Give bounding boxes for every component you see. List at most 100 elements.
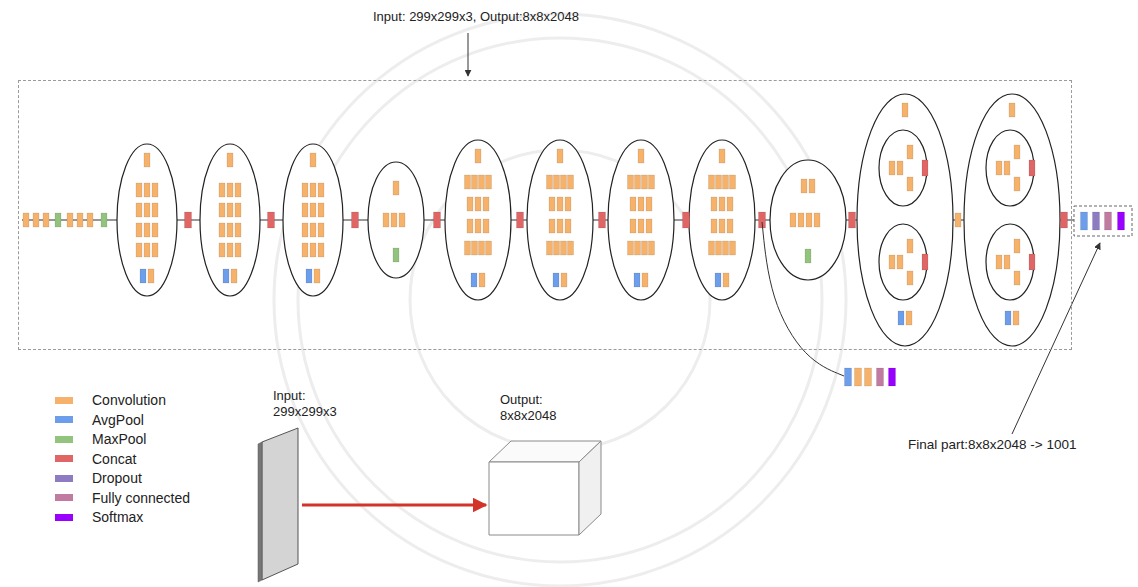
inception-module — [689, 140, 755, 300]
layer-block — [219, 203, 225, 217]
layer-block — [23, 213, 29, 227]
layer-block — [144, 153, 150, 167]
layer-block — [483, 219, 489, 233]
layer-block — [1004, 161, 1010, 175]
layer-block — [227, 243, 233, 257]
legend-swatch — [55, 397, 73, 404]
inception-module — [879, 130, 927, 206]
layer-block — [219, 183, 225, 197]
layer-block — [642, 273, 648, 287]
legend-row: Softmax — [55, 509, 143, 526]
plane-edge — [258, 442, 262, 582]
layer-block — [235, 243, 241, 257]
legend-text: Concat — [92, 451, 136, 468]
layer-block — [798, 213, 804, 227]
layer-block — [310, 223, 316, 237]
layer-block — [715, 273, 721, 287]
layer-block — [638, 219, 644, 233]
layer-block — [467, 219, 473, 233]
layer-block — [711, 219, 717, 233]
layer-block — [475, 219, 481, 233]
layer-block — [517, 212, 524, 228]
layer-block — [805, 249, 811, 263]
layer-block — [475, 197, 481, 211]
layer-block — [144, 203, 150, 217]
layer-block — [471, 273, 477, 287]
layer-block — [646, 197, 652, 211]
layer-block — [1081, 212, 1088, 230]
layer-block — [635, 241, 641, 255]
layer-block — [306, 269, 312, 283]
layer-block — [479, 273, 485, 287]
layer-block — [219, 243, 225, 257]
layer-block — [723, 273, 729, 287]
layer-block — [635, 175, 641, 189]
layer-block — [318, 243, 324, 257]
layer-block — [1009, 103, 1015, 117]
layer-block — [383, 213, 389, 227]
layer-block — [475, 149, 481, 163]
legend-swatch — [55, 455, 73, 462]
legend-row: Dropout — [55, 470, 142, 487]
layer-block — [554, 241, 560, 255]
shape-caption: Output: 8x8x2048 — [500, 392, 574, 423]
layer-block — [638, 149, 644, 163]
layer-block — [227, 183, 233, 197]
final-part-box — [1074, 206, 1132, 236]
layer-block — [634, 273, 640, 287]
layer-block — [67, 213, 73, 227]
layer-block — [1029, 160, 1035, 176]
layer-block — [897, 161, 903, 175]
layer-block — [393, 181, 399, 195]
layer-block — [649, 241, 655, 255]
layer-block — [185, 212, 192, 228]
annotation-text: Final part:8x8x2048 -> 1001 — [908, 437, 1077, 453]
layer-block — [628, 241, 634, 255]
layer-block — [630, 219, 636, 233]
layer-block — [642, 175, 648, 189]
layer-block — [554, 175, 560, 189]
layer-block — [719, 219, 725, 233]
layer-block — [235, 183, 241, 197]
legend-text: MaxPool — [92, 431, 146, 448]
layer-block — [557, 219, 563, 233]
inception-module — [527, 140, 593, 300]
layer-block — [310, 243, 316, 257]
layer-block — [302, 203, 308, 217]
flow-arrow — [302, 504, 486, 507]
layer-block — [318, 203, 324, 217]
layer-block — [642, 241, 648, 255]
pointer-arrow — [468, 33, 469, 76]
layer-block — [152, 183, 158, 197]
layer-block — [1014, 177, 1020, 191]
layer-block — [77, 213, 83, 227]
layer-block — [1105, 212, 1112, 230]
layer-block — [227, 153, 233, 167]
layer-block — [43, 213, 49, 227]
layer-block — [711, 197, 717, 211]
layer-block — [479, 175, 485, 189]
layer-block — [465, 175, 471, 189]
plane-face — [262, 428, 298, 580]
layer-block — [302, 243, 308, 257]
layer-block — [549, 219, 555, 233]
diagram-heading: Input: 299x299x3, Output:8x8x2048 — [373, 9, 579, 25]
layer-block — [568, 241, 574, 255]
layer-block — [996, 161, 1002, 175]
layer-block — [906, 311, 912, 325]
inception-module — [964, 94, 1060, 346]
layer-block — [1118, 212, 1125, 230]
legend-swatch — [55, 416, 73, 423]
layer-block — [889, 368, 896, 386]
legend-row: MaxPool — [55, 431, 146, 448]
layer-block — [399, 213, 405, 227]
legend-row: Convolution — [55, 392, 166, 409]
layer-block — [547, 241, 553, 255]
inception-module — [283, 144, 343, 296]
legend-swatch — [55, 475, 73, 482]
layer-block — [547, 175, 553, 189]
layer-block — [314, 269, 320, 283]
layer-block — [148, 269, 154, 283]
layer-block — [646, 219, 652, 233]
layer-block — [907, 145, 913, 159]
